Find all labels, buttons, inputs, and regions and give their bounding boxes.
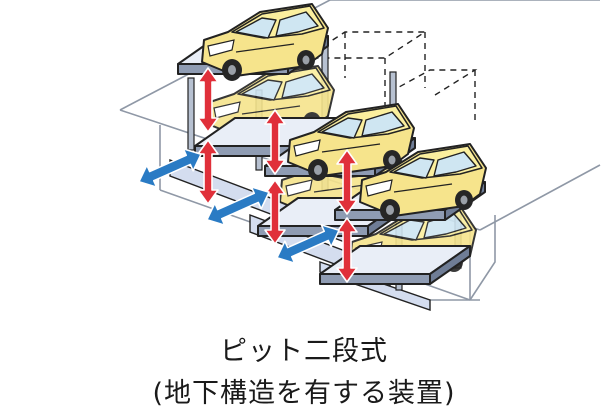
- parking-diagram: [119, 0, 601, 311]
- caption-title: ピット二段式: [220, 336, 388, 367]
- caption-subtitle: (地下構造を有する装置): [152, 378, 456, 409]
- empty-slot-outlines: [302, 31, 478, 120]
